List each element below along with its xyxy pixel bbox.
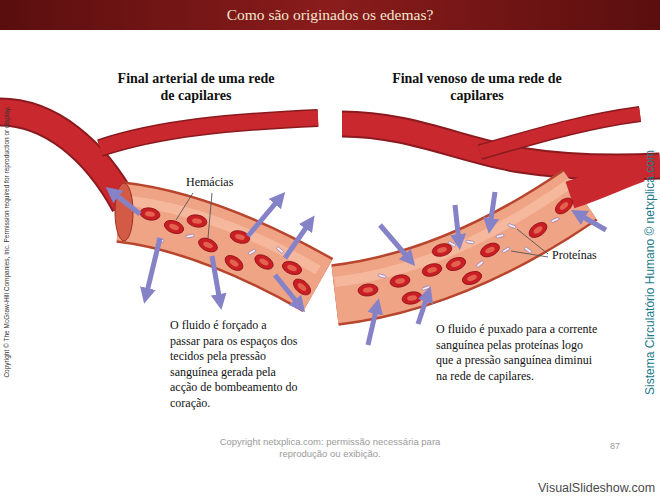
outflow-arrow — [112, 192, 140, 214]
header-bar — [0, 0, 660, 30]
protein — [524, 247, 532, 254]
page-number: 87 — [610, 441, 640, 452]
red-cell — [281, 259, 304, 277]
outflow-arrow — [212, 256, 220, 302]
outflow-arrow — [248, 198, 280, 236]
outflow-arrow — [146, 238, 160, 296]
inflow-arrow — [380, 225, 410, 260]
arteriole-outline — [0, 112, 125, 205]
red-cell — [401, 290, 423, 305]
red-cell — [163, 218, 186, 236]
leader-line — [517, 229, 548, 254]
inflow-arrow — [490, 192, 495, 226]
inflow-arrow — [455, 205, 459, 242]
leader-line — [176, 193, 193, 220]
note: O fluido é forçado a passar para os espa… — [170, 318, 298, 411]
red-cell — [252, 252, 275, 272]
note: O fluido é puxado para a corrente sanguí… — [436, 322, 600, 384]
red-cell — [461, 269, 484, 287]
protein — [448, 241, 456, 247]
protein — [248, 249, 256, 255]
inflow-arrow — [368, 306, 377, 345]
red-cell — [526, 219, 549, 240]
vessel-branch — [480, 114, 640, 152]
red-cell — [358, 283, 379, 297]
copyright-note: Copyright netxplica.com: permissão neces… — [215, 436, 445, 460]
capillary-highlight — [335, 182, 572, 282]
red-cell — [421, 262, 443, 279]
section-heading: Final venoso de uma rede de capilares — [392, 70, 562, 104]
leader-line — [511, 251, 548, 257]
leader-line — [208, 193, 212, 238]
protein — [496, 234, 504, 239]
red-cell — [186, 213, 208, 228]
arteriole-branch — [100, 118, 318, 148]
arteriole — [0, 112, 125, 205]
red-cell — [389, 273, 411, 288]
red-cell — [478, 240, 501, 259]
red-cell — [552, 195, 575, 217]
capillary-highlight — [120, 200, 318, 270]
red-cell — [196, 235, 219, 254]
section-heading: Final arterial de uma rede de capilares — [111, 70, 281, 104]
arteriole-branch-outline — [100, 118, 318, 148]
venule — [570, 168, 640, 195]
watermark: Sistema Circulatório Humano © netxplica.… — [643, 122, 658, 422]
vessel-branch-outline — [480, 114, 640, 152]
protein — [502, 247, 510, 253]
outflow-arrow — [275, 275, 300, 306]
red-cell — [139, 206, 161, 221]
capillary-opening — [115, 183, 133, 241]
red-cell — [222, 252, 245, 273]
part-label: Hemácias — [186, 175, 256, 190]
copyright-note: Copyright © The McGraw-Hill Companies, I… — [3, 77, 11, 407]
slide-title: Como são originados os edemas? — [0, 0, 660, 30]
protein — [186, 234, 194, 238]
red-cell — [445, 255, 468, 273]
outflow-arrow — [285, 222, 310, 258]
protein — [378, 274, 386, 279]
inflow-arrow — [418, 294, 428, 324]
inflow-arrow — [578, 214, 606, 230]
red-cell — [229, 229, 251, 246]
watermark: VisualSlideshow.com — [538, 480, 656, 496]
protein — [276, 246, 284, 253]
protein — [508, 223, 516, 228]
protein — [466, 240, 474, 244]
protein — [476, 260, 484, 267]
protein — [551, 217, 559, 223]
protein — [422, 285, 430, 290]
part-label: Proteínas — [552, 248, 622, 263]
